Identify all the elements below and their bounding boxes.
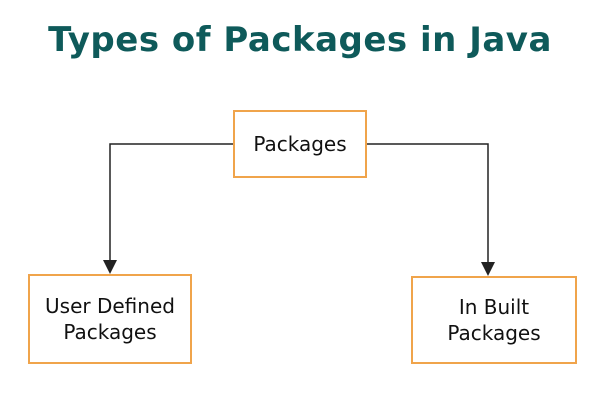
node-packages-label: Packages [253, 132, 347, 156]
node-user-defined-packages: User Defined Packages [28, 274, 192, 364]
node-in-built-line1: In Built [458, 295, 530, 319]
node-in-built-line2: Packages [447, 321, 541, 345]
node-user-defined-line2: Packages [63, 320, 157, 344]
node-in-built-packages: In Built Packages [411, 276, 577, 364]
arrowhead-right-icon [481, 262, 495, 276]
diagram-title: Types of Packages in Java [48, 20, 552, 60]
node-packages: Packages [233, 110, 367, 178]
arrowhead-left-icon [103, 260, 117, 274]
connector-right [367, 143, 489, 264]
node-user-defined-line1: User Defined [45, 294, 175, 318]
connector-left [109, 143, 233, 262]
